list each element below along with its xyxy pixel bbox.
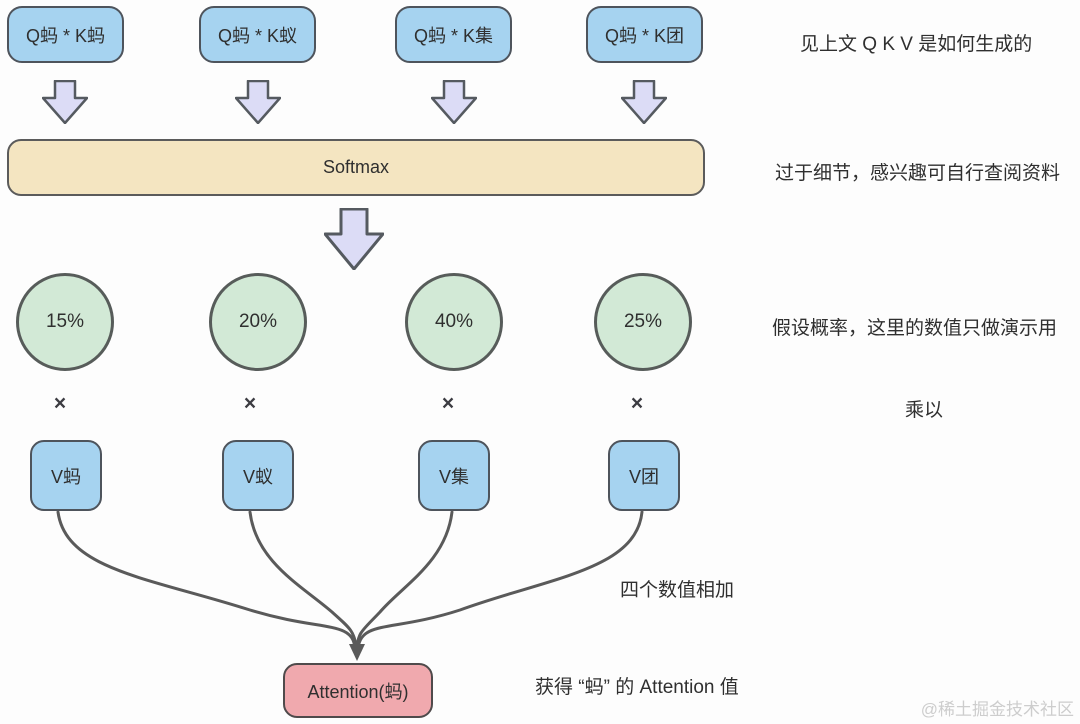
v-box-2: V蚁 xyxy=(222,440,294,511)
down-arrow-icon xyxy=(235,80,281,124)
v-box-1: V蚂 xyxy=(30,440,102,511)
down-arrow-icon xyxy=(431,80,477,124)
probability-circle-1: 15% xyxy=(16,273,114,371)
v-box-4: V团 xyxy=(608,440,680,511)
probability-circle-4: 25% xyxy=(594,273,692,371)
merge-line-1 xyxy=(56,510,357,650)
note-result: 获得 “蚂” 的 Attention 值 xyxy=(535,677,739,698)
watermark: @稀土掘金技术社区 xyxy=(920,700,1074,719)
multiply-icon: × xyxy=(630,392,644,415)
note-probability: 假设概率，这里的数值只做演示用 xyxy=(772,318,1058,339)
down-arrow-icon xyxy=(42,80,88,124)
note-sum: 四个数值相加 xyxy=(620,580,735,601)
softmax-node: Softmax xyxy=(7,139,705,196)
multiply-icon: × xyxy=(53,392,67,415)
qk-box-1: Q蚂 * K蚂 xyxy=(7,6,124,63)
multiply-icon: × xyxy=(441,392,455,415)
qk-box-3: Q蚂 * K集 xyxy=(395,6,512,63)
merge-line-2 xyxy=(248,510,358,650)
down-arrow-icon xyxy=(621,80,667,124)
merge-arrowhead-icon xyxy=(349,644,365,661)
probability-circle-3: 40% xyxy=(405,273,503,371)
v-box-3: V集 xyxy=(418,440,490,511)
attention-node: Attention(蚂) xyxy=(283,663,433,718)
multiply-icon: × xyxy=(243,392,257,415)
big-down-arrow-icon xyxy=(324,208,384,270)
note-multiply: 乘以 xyxy=(905,400,944,421)
note-softmax: 过于细节，感兴趣可自行查阅资料 xyxy=(775,163,1061,184)
merge-line-4 xyxy=(356,510,644,650)
qk-box-2: Q蚂 * K蚁 xyxy=(199,6,316,63)
probability-circle-2: 20% xyxy=(209,273,307,371)
merge-line-3 xyxy=(355,510,454,650)
qk-box-4: Q蚂 * K团 xyxy=(586,6,703,63)
note-qkv: 见上文 Q K V 是如何生成的 xyxy=(800,34,1033,55)
